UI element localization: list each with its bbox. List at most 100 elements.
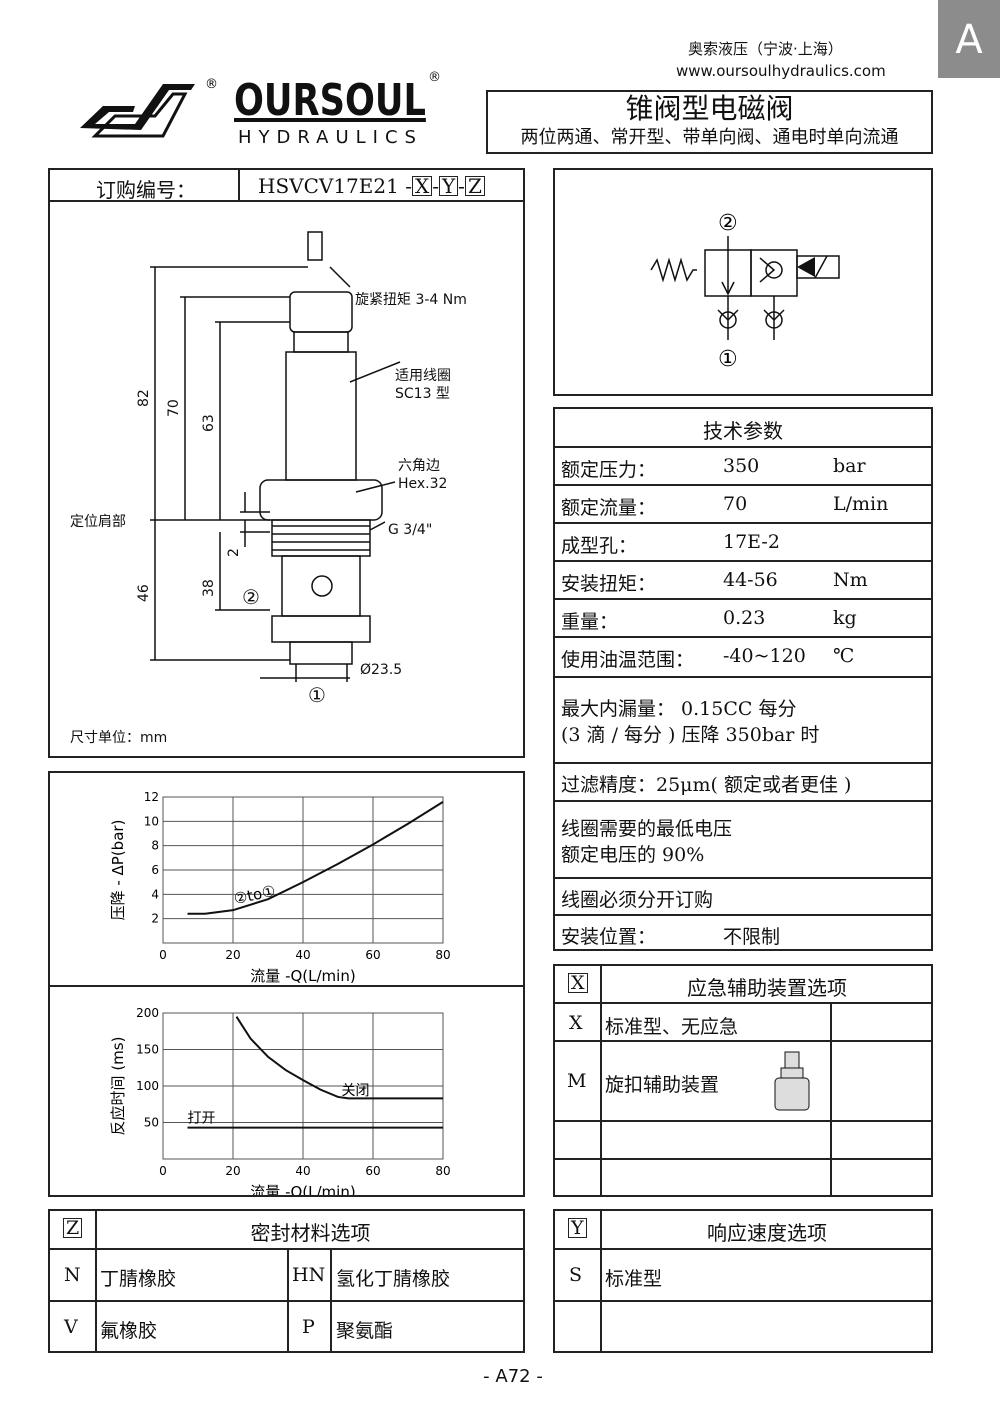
- company-url[interactable]: www.oursoulhydraulics.com: [676, 62, 886, 80]
- svg-text:尺寸单位：mm: 尺寸单位：mm: [70, 730, 167, 746]
- series-line: [187, 801, 444, 915]
- svg-text:①: ①: [718, 347, 738, 372]
- svg-text:G 3/4": G 3/4": [388, 522, 432, 538]
- order-drawing-panel: 订购编号： HSVCV17E21 -X-Y-Z 旋紧扭矩 3-4 Nm 适用线圈…: [48, 168, 525, 758]
- x-tick-label: 40: [295, 948, 310, 962]
- svg-text:63: 63: [201, 414, 217, 432]
- x-axis-label: 流量 -Q(L/min): [250, 967, 355, 985]
- y-tick-label: 200: [136, 1006, 159, 1020]
- valve-symbol-icon: ② ①: [650, 211, 840, 372]
- tech-row: 使用油温范围：-40~120℃: [555, 636, 931, 674]
- y-tick-label: 10: [144, 814, 159, 828]
- tech-value: 70: [723, 493, 748, 515]
- tech-label: 额定流量：: [561, 497, 657, 519]
- z-title: 密封材料选项: [250, 1221, 371, 1245]
- tech-label: 成型孔：: [561, 535, 638, 557]
- svg-text:46: 46: [136, 584, 152, 602]
- brand-sub: HYDRAULICS: [238, 127, 423, 148]
- series-label: 打开: [188, 1110, 216, 1127]
- order-code: HSVCV17E21 -X-Y-Z: [258, 174, 485, 198]
- tech-label: 安装扭矩：: [561, 573, 657, 595]
- performance-charts: 0 20 40 60 80 2 4 6 8 10 12 流量 -Q(L/min) 压降 - ΔP(bar…: [109, 790, 451, 1201]
- hydraulic-schematic: ② ①: [553, 168, 933, 396]
- svg-text:Ø23.5: Ø23.5: [360, 662, 402, 678]
- section-tab: A: [938, 0, 1000, 78]
- y-tick-label: 2: [151, 912, 159, 926]
- tech-label: 重量：: [561, 611, 619, 633]
- svg-text:38: 38: [201, 579, 217, 597]
- tech-unit: ℃: [833, 645, 855, 667]
- x-tick-label: 20: [225, 948, 240, 962]
- svg-text:70: 70: [166, 399, 182, 417]
- order-label: 订购编号：: [96, 178, 196, 202]
- tech-unit: bar: [833, 455, 866, 477]
- y-key: Y: [568, 1218, 587, 1238]
- series-label: 关闭: [342, 1083, 370, 1099]
- svg-text:Hex.32: Hex.32: [398, 476, 447, 492]
- title-box: 锥阀型电磁阀 两位两通、常开型、带单向阀、通电时单向流通: [486, 90, 933, 154]
- x-tick-label: 0: [159, 1164, 167, 1178]
- y-tick-label: 8: [151, 839, 159, 853]
- svg-text:®: ®: [205, 77, 218, 92]
- company-name: 奥索液压（宁波·上海）: [688, 40, 843, 58]
- svg-text:82: 82: [136, 389, 152, 407]
- svg-text:②: ②: [242, 585, 260, 609]
- brand-wordmark: OURSOUL: [234, 75, 426, 126]
- product-title: 锥阀型电磁阀: [625, 92, 794, 125]
- y-tick-label: 100: [136, 1079, 159, 1093]
- svg-text:定位肩部: 定位肩部: [70, 514, 126, 530]
- svg-text:六角边: 六角边: [398, 458, 440, 474]
- series-line: [235, 1016, 443, 1100]
- tech-value: 350: [723, 455, 760, 477]
- chart-0: 0 20 40 60 80 2 4 6 8 10 12 流量 -Q(L/min) 压降 - ΔP(bar…: [109, 790, 451, 985]
- tech-unit: L/min: [833, 493, 889, 515]
- x-tick-label: 80: [435, 1164, 450, 1178]
- charts-panel: 0 20 40 60 80 2 4 6 8 10 12 流量 -Q(L/min) 压降 - ΔP(bar…: [48, 771, 525, 1201]
- tech-row: 额定压力： 350 bar: [555, 446, 931, 484]
- tech-row: 成型孔： 17E-2: [555, 522, 931, 560]
- x-tick-label: 80: [435, 948, 450, 962]
- z-key: Z: [63, 1218, 83, 1238]
- svg-text:SC13 型: SC13 型: [395, 386, 450, 402]
- tech-value: 0.23: [723, 607, 766, 629]
- y-tick-label: 50: [144, 1116, 159, 1130]
- svg-text:2: 2: [226, 548, 242, 557]
- y-axis-label: 压降 - ΔP(bar): [109, 820, 127, 921]
- filter-row: 过滤精度：25μm( 额定或者更佳 ): [555, 762, 931, 800]
- y-tick-label: 150: [136, 1043, 159, 1057]
- x-tick-label: 20: [225, 1164, 240, 1178]
- tech-row: 安装扭矩： 44-56 Nm: [555, 560, 931, 598]
- y-tick-label: 12: [144, 790, 159, 804]
- svg-text:②: ②: [718, 211, 738, 236]
- registered-mark: ®: [428, 70, 441, 85]
- x-key: X: [568, 973, 588, 993]
- tech-label: 额定压力：: [561, 459, 657, 481]
- x-tick-label: 0: [159, 948, 167, 962]
- coil-order-row: 线圈必须分开订购: [555, 877, 931, 914]
- tech-label: 使用油温范围：: [561, 649, 695, 671]
- tech-unit: Nm: [833, 569, 868, 591]
- x-tick-label: 60: [365, 948, 380, 962]
- mount-row: 安装位置：不限制: [555, 914, 931, 951]
- x-tick-label: 60: [365, 1164, 380, 1178]
- x-title: 应急辅助装置选项: [687, 976, 847, 1000]
- manual-override-icon: [774, 1051, 810, 1111]
- y-title: 响应速度选项: [707, 1221, 827, 1245]
- tech-value: 44-56: [723, 569, 778, 591]
- svg-text:①: ①: [308, 683, 326, 707]
- y-tick-label: 6: [151, 863, 159, 877]
- y-tick-label: 4: [151, 887, 159, 901]
- brand-logo-icon: ®: [80, 77, 218, 138]
- x-axis-label: 流量 -Q(L/min): [250, 1183, 355, 1195]
- tech-value: 17E-2: [723, 531, 780, 553]
